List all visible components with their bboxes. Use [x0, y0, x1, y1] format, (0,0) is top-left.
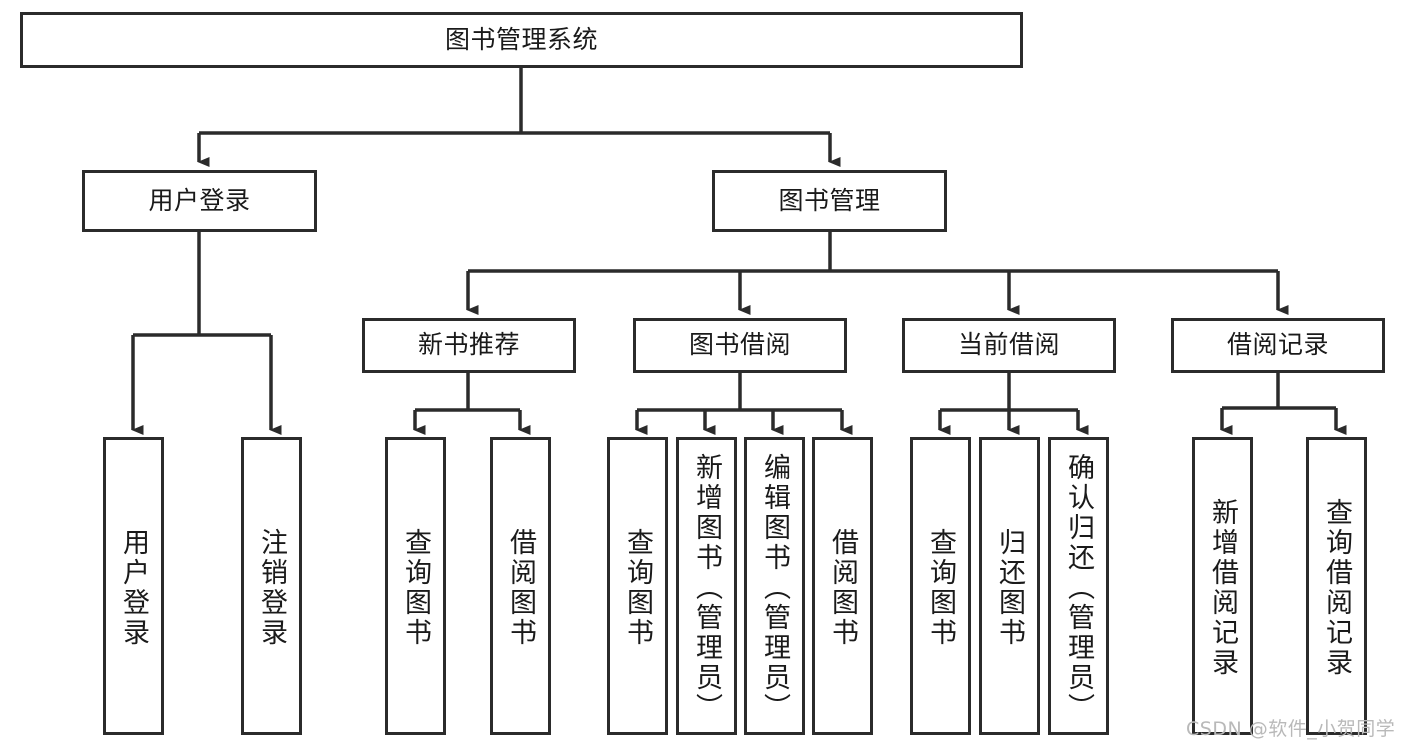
- node-root-label: 图书管理系统: [444, 24, 598, 54]
- leaf-query-record-label: 查询借阅记录: [1321, 498, 1352, 678]
- leaf-return-book-label: 归还图书: [994, 528, 1025, 648]
- leaf-add-book-label: 新增图书（管理员）: [691, 453, 722, 723]
- leaf-user-login-label: 用户登录: [118, 528, 149, 648]
- leaf-query-book-1[interactable]: 查询图书: [385, 437, 446, 735]
- leaf-borrow-book-2-label: 借阅图书: [827, 528, 858, 648]
- node-new-book-recommend-label: 新书推荐: [417, 330, 520, 360]
- leaf-edit-book-label: 编辑图书（管理员）: [759, 453, 790, 723]
- leaf-confirm-return-label: 确认归还（管理员）: [1063, 453, 1094, 723]
- leaf-borrow-book-2[interactable]: 借阅图书: [812, 437, 873, 735]
- leaf-add-record[interactable]: 新增借阅记录: [1192, 437, 1253, 735]
- leaf-query-book-1-label: 查询图书: [400, 528, 431, 648]
- node-book-manage-label: 图书管理: [778, 185, 881, 215]
- leaf-borrow-book-1-label: 借阅图书: [505, 528, 536, 648]
- node-current-borrow-label: 当前借阅: [957, 330, 1060, 360]
- leaf-borrow-book-1[interactable]: 借阅图书: [490, 437, 551, 735]
- leaf-query-book-2[interactable]: 查询图书: [607, 437, 668, 735]
- node-book-borrow[interactable]: 图书借阅: [633, 318, 847, 373]
- csdn-watermark: CSDN @软件_小贺同学: [1186, 718, 1396, 740]
- node-borrow-record-label: 借阅记录: [1226, 330, 1329, 360]
- node-root[interactable]: 图书管理系统: [20, 12, 1023, 68]
- leaf-return-book[interactable]: 归还图书: [979, 437, 1040, 735]
- leaf-query-book-3-label: 查询图书: [925, 528, 956, 648]
- node-book-manage[interactable]: 图书管理: [712, 170, 947, 232]
- leaf-add-record-label: 新增借阅记录: [1207, 498, 1238, 678]
- leaf-edit-book[interactable]: 编辑图书（管理员）: [744, 437, 805, 735]
- node-current-borrow[interactable]: 当前借阅: [902, 318, 1116, 373]
- leaf-confirm-return[interactable]: 确认归还（管理员）: [1048, 437, 1109, 735]
- node-borrow-record[interactable]: 借阅记录: [1171, 318, 1385, 373]
- leaf-logout-label: 注销登录: [256, 528, 287, 648]
- leaf-query-record[interactable]: 查询借阅记录: [1306, 437, 1367, 735]
- leaf-logout[interactable]: 注销登录: [241, 437, 302, 735]
- node-book-borrow-label: 图书借阅: [688, 330, 791, 360]
- leaf-user-login[interactable]: 用户登录: [103, 437, 164, 735]
- leaf-query-book-2-label: 查询图书: [622, 528, 653, 648]
- node-new-book-recommend[interactable]: 新书推荐: [362, 318, 576, 373]
- leaf-query-book-3[interactable]: 查询图书: [910, 437, 971, 735]
- node-user-login[interactable]: 用户登录: [82, 170, 317, 232]
- node-user-login-label: 用户登录: [148, 185, 251, 215]
- leaf-add-book[interactable]: 新增图书（管理员）: [676, 437, 737, 735]
